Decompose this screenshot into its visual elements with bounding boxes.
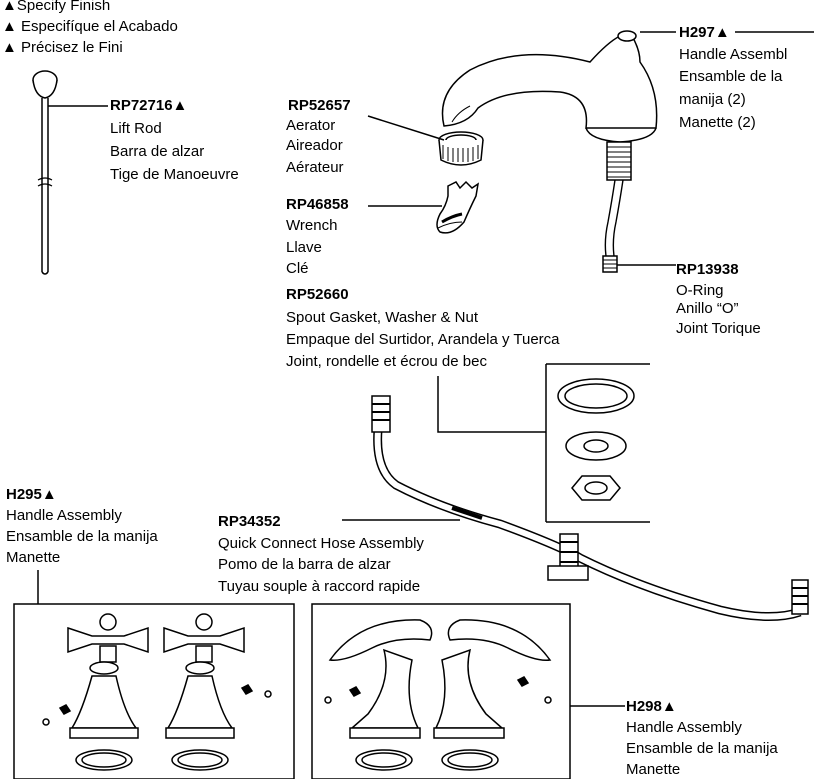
h297-code: H297▲ [679,24,730,41]
rp52657-line-1: Aerator [286,117,336,134]
rp52660-code: RP52660 [286,286,349,303]
h298-line-2: Ensamble de la manija [626,740,778,757]
rp72716-line-1: Lift Rod [110,120,162,137]
hose-drawing [371,395,809,621]
rp72716-line-3: Tige de Manoeuvre [110,166,239,183]
rp52657-code: RP52657 [288,97,351,114]
h297-line-2: Ensamble de la [679,68,783,85]
h297-line-4: Manette (2) [679,114,756,131]
wrench-drawing [436,180,480,234]
h298-code: H298▲ [626,698,677,715]
h295-code: H295▲ [6,486,57,503]
rp46858-code: RP46858 [286,196,349,213]
rp52660-line-2: Empaque del Surtidor, Arandela y Tuerca [286,331,560,348]
rp52657-line-3: Aérateur [286,159,344,176]
rp13938-line-2: Anillo “O” [676,300,739,317]
h295-box [13,570,295,779]
spout-drawing [441,30,658,273]
rp34352-line-1: Quick Connect Hose Assembly [218,535,424,552]
rp13938-line-3: Joint Torique [676,320,761,337]
rp46858-line-2: Llave [286,239,322,256]
rp52660-line-1: Spout Gasket, Washer & Nut [286,309,479,326]
h298-line-3: Manette [626,761,681,778]
h298-box [311,603,625,779]
rp34352-code: RP34352 [218,513,281,530]
h295-line-2: Ensamble de la manija [6,528,158,545]
rp34352-line-2: Pomo de la barra de alzar [218,556,391,573]
rp13938-line-1: O-Ring [676,282,724,299]
aerator-drawing [438,131,484,166]
h298-line-1: Handle Assembly [626,719,742,736]
legend-especifique-acabado: ▲ Especifíque el Acabado [2,18,178,35]
h295-line-3: Manette [6,549,61,566]
legend-precisez-fini: ▲ Précisez le Fini [2,39,123,56]
rp52660-line-3: Joint, rondelle et écrou de bec [286,353,487,370]
gasket-box [545,363,650,523]
rp13938-code: RP13938 [676,261,739,278]
h297-line-1: Handle Assembl [679,46,788,63]
h297-line-3: manija (2) [679,91,746,108]
rp72716-line-2: Barra de alzar [110,143,205,160]
rp72716-code: RP72716▲ [110,97,188,114]
rp46858-line-1: Wrench [286,217,338,234]
lift-rod-drawing [32,70,58,275]
rp52657-line-2: Aireador [286,137,343,154]
rp46858-line-3: Clé [286,260,309,277]
rp34352-line-3: Tuyau souple à raccord rapide [218,578,421,595]
h295-line-1: Handle Assembly [6,507,122,524]
legend-specify-finish: ▲Specify Finish [2,0,111,14]
